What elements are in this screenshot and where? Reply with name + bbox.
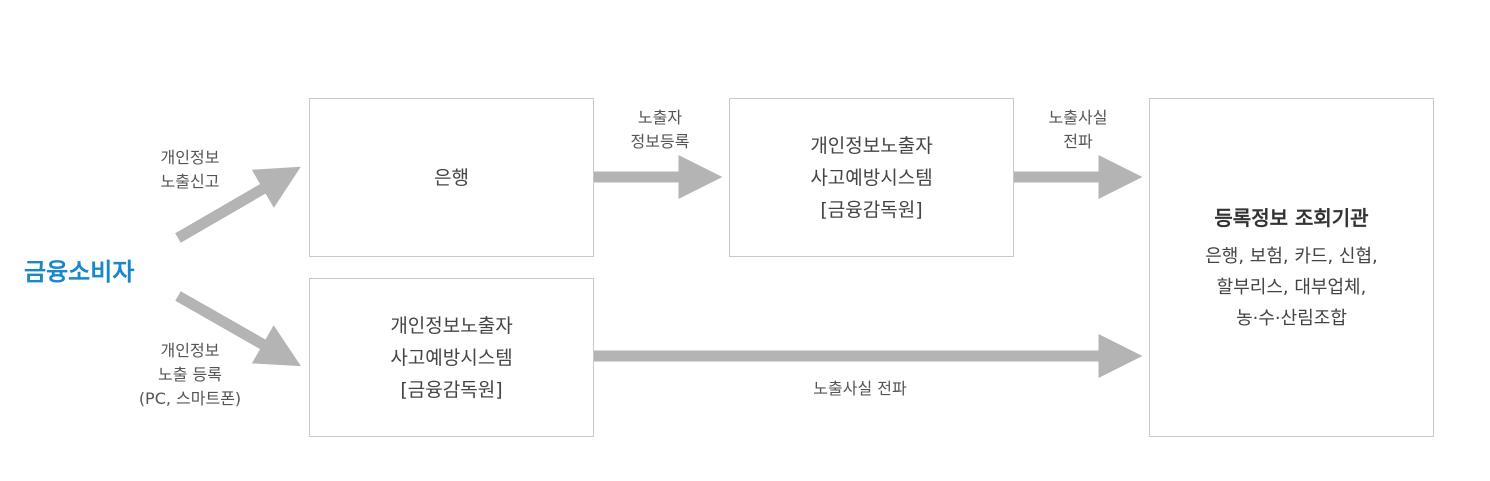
edge-label-register-info: 노출자 정보등록 — [630, 108, 690, 151]
consumer-label: 금융소비자 — [24, 258, 135, 286]
edge-label-spread-bottom: 노출사실 전파 — [813, 379, 907, 398]
institutions-list-line2: 할부리스, 대부업체, — [1216, 277, 1367, 298]
inquiry-institutions-box: 등록정보 조회기관 은행, 보험, 카드, 신협, 할부리스, 대부업체, 농·… — [1149, 98, 1434, 437]
system-name-line1: 개인정보노출자 — [810, 134, 933, 157]
bank-label: 은행 — [434, 166, 469, 189]
arrow-consumer-to-system — [175, 291, 301, 367]
edge-label-spread-top: 노출사실 전파 — [1048, 108, 1108, 151]
prevention-system-box-top: 개인정보노출자 사고예방시스템 [금융감독원] — [729, 98, 1014, 257]
bank-box: 은행 — [309, 98, 594, 257]
arrow-consumer-to-bank — [175, 166, 301, 243]
institutions-list-line1: 은행, 보험, 카드, 신협, — [1205, 246, 1378, 267]
institutions-title: 등록정보 조회기관 — [1214, 206, 1369, 230]
system-name-line2: 사고예방시스템 — [810, 166, 933, 189]
edge-label-register-mobile: 개인정보 노출 등록 (PC, 스마트폰) — [138, 341, 242, 408]
system-name-line2: 사고예방시스템 — [390, 346, 513, 369]
system-owner: [금융감독원] — [400, 378, 503, 401]
prevention-system-box-bottom: 개인정보노출자 사고예방시스템 [금융감독원] — [309, 278, 594, 437]
institutions-list-line3: 농·수·산림조합 — [1236, 308, 1347, 329]
edge-label-report: 개인정보 노출신고 — [160, 148, 220, 191]
system-name-line1: 개인정보노출자 — [390, 314, 513, 337]
system-owner: [금융감독원] — [820, 198, 923, 221]
